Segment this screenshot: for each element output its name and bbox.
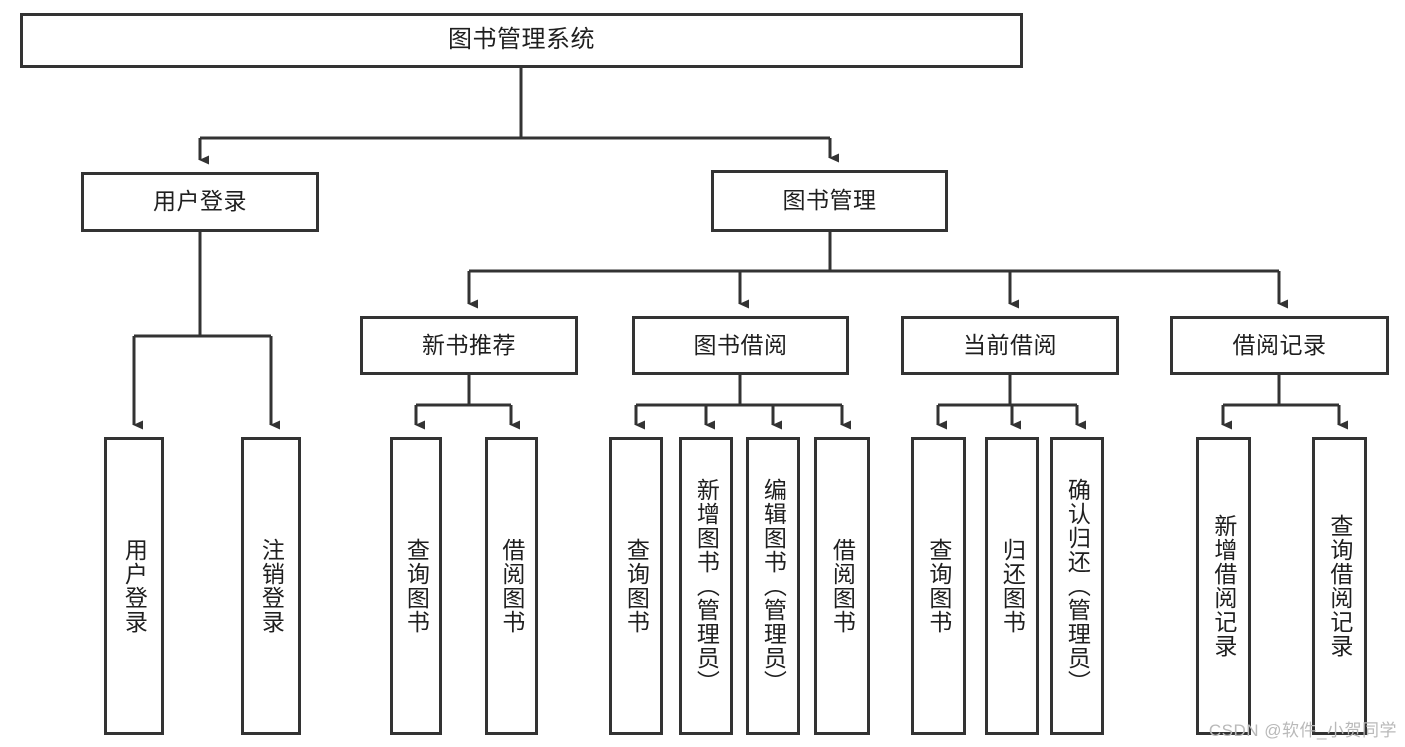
node-label: 注销登录 [258,538,285,634]
leaf-return-book[interactable]: 归还图书 [985,437,1039,735]
csdn-watermark: CSDN @软件_小贺同学 [1208,721,1397,740]
node-label: 查询图书 [925,538,952,634]
leaf-query-book-current[interactable]: 查询图书 [911,437,966,735]
node-label: 新书推荐 [422,331,516,358]
node-label: 新增借阅记录 [1210,514,1237,658]
leaf-edit-book-admin[interactable]: 编辑图书（管理员） [746,437,800,735]
node-label: 图书管理 [782,187,877,214]
node-label: 编辑图书（管理员） [760,478,787,694]
leaf-borrow-book-recommend[interactable]: 借阅图书 [485,437,538,735]
leaf-add-book-admin[interactable]: 新增图书（管理员） [679,437,733,735]
leaf-query-book-recommend[interactable]: 查询图书 [390,437,442,735]
node-label: 确认归还（管理员） [1064,478,1091,694]
leaf-query-borrow-record[interactable]: 查询借阅记录 [1312,437,1367,735]
node-book-manage[interactable]: 图书管理 [711,170,948,232]
node-label: 当前借阅 [963,331,1057,358]
node-label: 借阅图书 [498,538,525,634]
node-label: 用户登录 [153,188,247,215]
node-label: 图书借阅 [693,331,788,358]
node-label: 用户登录 [121,538,148,634]
node-borrow-record[interactable]: 借阅记录 [1170,316,1389,375]
node-label: 图书管理系统 [448,26,595,54]
node-label: 查询图书 [403,538,430,634]
leaf-query-book-borrow[interactable]: 查询图书 [609,437,663,735]
leaf-borrow-book[interactable]: 借阅图书 [814,437,870,735]
node-user-login[interactable]: 用户登录 [81,172,319,232]
node-label: 新增图书（管理员） [693,478,720,694]
node-new-book-recommend[interactable]: 新书推荐 [360,316,578,375]
leaf-user-login[interactable]: 用户登录 [104,437,164,735]
node-label: 查询图书 [623,538,650,634]
node-label: 借阅记录 [1232,331,1327,358]
node-label: 借阅图书 [829,538,856,634]
node-root-system[interactable]: 图书管理系统 [20,13,1023,68]
node-book-borrow[interactable]: 图书借阅 [632,316,849,375]
node-label: 归还图书 [999,538,1026,634]
node-current-borrow[interactable]: 当前借阅 [901,316,1119,375]
leaf-add-borrow-record[interactable]: 新增借阅记录 [1196,437,1251,735]
node-label: 查询借阅记录 [1326,514,1353,658]
leaf-confirm-return-admin[interactable]: 确认归还（管理员） [1050,437,1104,735]
leaf-logout[interactable]: 注销登录 [241,437,301,735]
